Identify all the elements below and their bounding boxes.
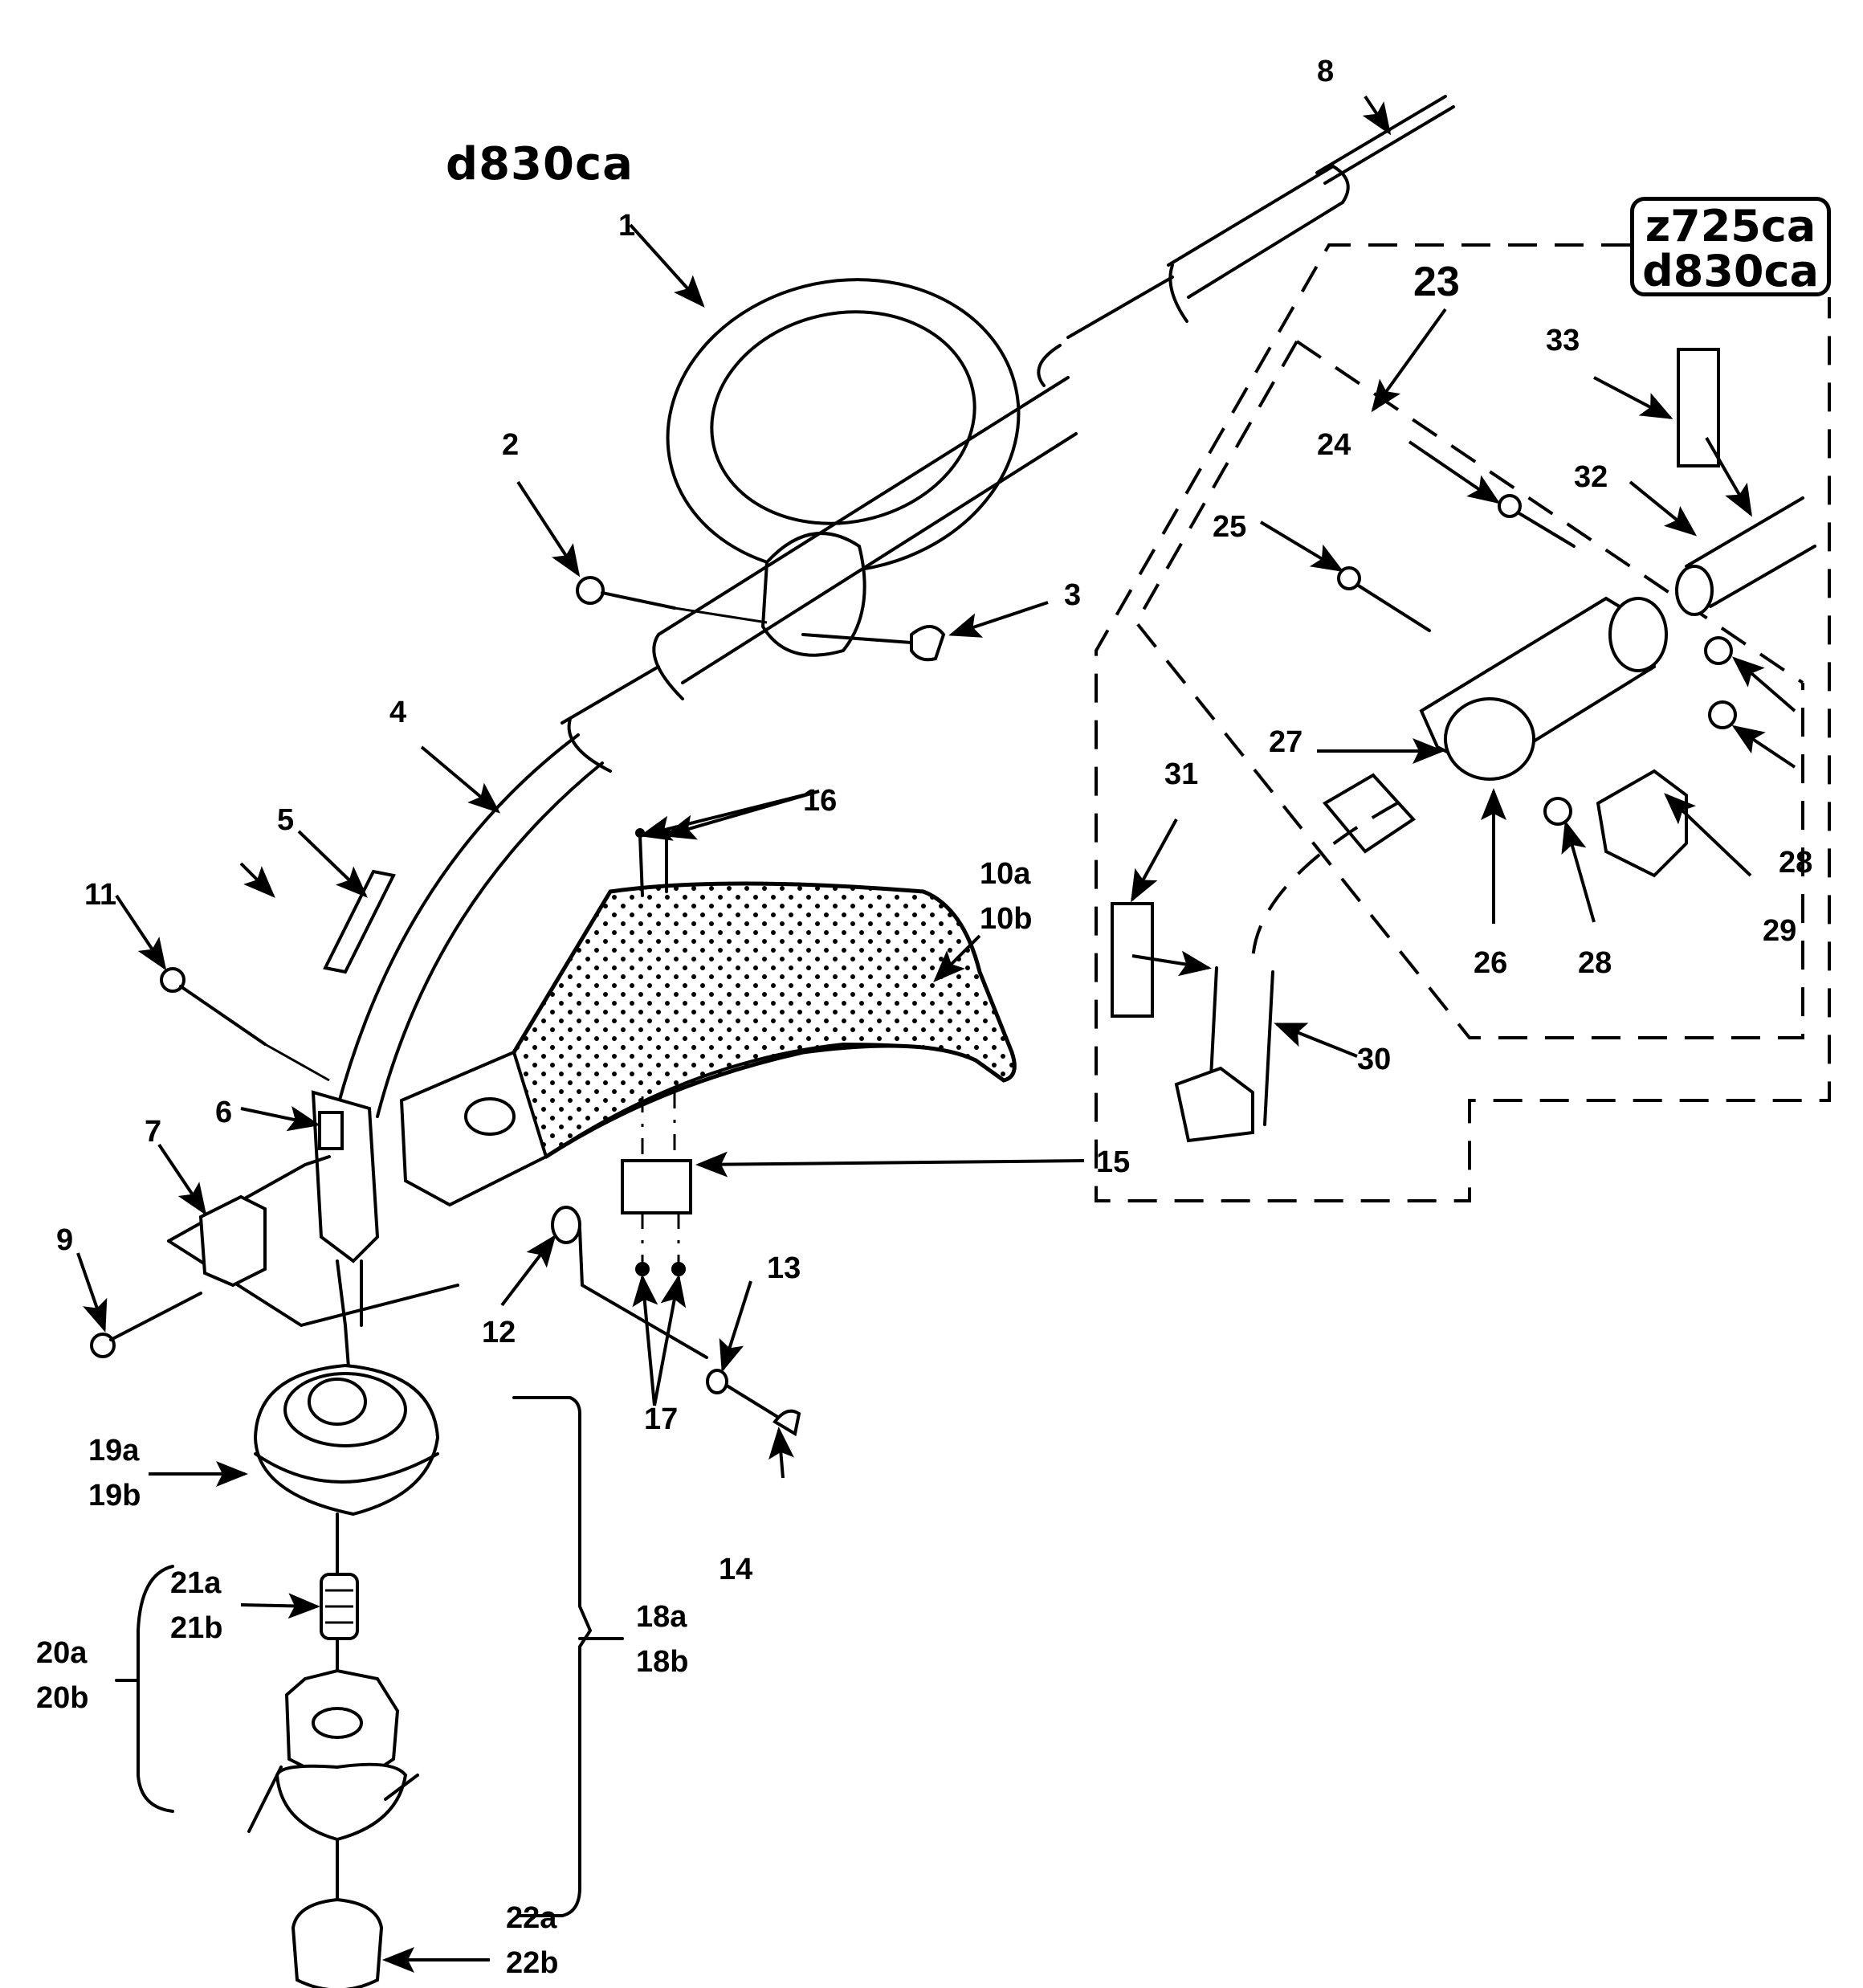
- callout-10: 10a 10b: [980, 857, 1033, 936]
- callout-32: 32: [1574, 460, 1608, 494]
- nut-28a-part: [1704, 636, 1733, 665]
- spool-part: [247, 1668, 419, 1842]
- wing-nut-3-part: [910, 625, 946, 662]
- inset-model-box: z725ca d830ca: [1630, 197, 1831, 296]
- coupler-part: [1419, 596, 1668, 781]
- knob-part: [291, 1838, 384, 1988]
- screw-11-part: [160, 967, 330, 1082]
- handle-part: [666, 278, 1021, 657]
- upper-shaft-part: [1037, 165, 1350, 387]
- callout-28-right: 28: [1779, 846, 1813, 880]
- callout-7: 7: [145, 1115, 162, 1149]
- callout-1: 1: [618, 209, 636, 243]
- decal-part: [318, 1111, 344, 1150]
- callout-29: 29: [1763, 914, 1797, 948]
- callout-30: 30: [1357, 1043, 1392, 1076]
- callout-33: 33: [1546, 324, 1580, 357]
- label-31-part: [1111, 902, 1154, 1018]
- callout-17: 17: [644, 1402, 679, 1436]
- callout-24: 24: [1317, 428, 1351, 462]
- callout-21: 21a 21b: [170, 1566, 223, 1645]
- screw-9-part: [90, 1292, 202, 1358]
- housing-part: [253, 1363, 440, 1517]
- callout-18: 18a 18b: [636, 1600, 689, 1679]
- callout-20: 20a 20b: [36, 1636, 89, 1715]
- washer-12-part: [551, 1206, 581, 1244]
- callout-16: 16: [803, 784, 838, 818]
- callout-3: 3: [1064, 578, 1082, 612]
- callout-19: 19a 19b: [88, 1434, 141, 1512]
- inset-outline: [1095, 243, 1831, 1202]
- title-model: d830ca: [446, 138, 634, 190]
- callout-11: 11: [84, 878, 117, 912]
- assembly-23-outline: [1134, 341, 1804, 1039]
- middle-shaft-part: [561, 376, 1078, 725]
- callout-4: 4: [389, 696, 407, 729]
- guard-part: [399, 881, 1017, 1207]
- callout-12: 12: [482, 1316, 516, 1349]
- callout-5: 5: [277, 803, 295, 837]
- spring-part: [320, 1512, 359, 1696]
- bolt-2-part: [576, 576, 768, 624]
- callout-6: 6: [215, 1096, 233, 1129]
- callout-13: 13: [767, 1251, 801, 1285]
- callout-27: 27: [1269, 725, 1303, 759]
- callout-26: 26: [1474, 946, 1508, 980]
- knob-29-part: [1596, 769, 1688, 878]
- callout-28-bottom: 28: [1578, 946, 1612, 980]
- bracket-20: [137, 1565, 174, 1813]
- bolt-24-part: [1498, 494, 1576, 548]
- callout-25: 25: [1213, 510, 1247, 544]
- label-part: [323, 869, 396, 974]
- callout-8: 8: [1317, 55, 1335, 88]
- shaft-32-part: [1675, 496, 1816, 616]
- callout-31: 31: [1164, 757, 1199, 791]
- washer-13-part: [706, 1369, 728, 1394]
- bolt-25-part: [1337, 566, 1431, 632]
- inset-model-2: d830ca: [1642, 246, 1819, 296]
- nut-28c-part: [1543, 797, 1572, 826]
- callout-14: 14: [719, 1553, 753, 1586]
- callout-2: 2: [502, 428, 520, 462]
- nut-28b-part: [1708, 700, 1737, 729]
- callout-9: 9: [56, 1223, 74, 1257]
- inset-model-1: z725ca: [1645, 201, 1816, 251]
- shaft-30-part: [1174, 966, 1274, 1143]
- callout-23: 23: [1413, 259, 1460, 305]
- callout-15: 15: [1096, 1145, 1131, 1179]
- clamp-part: [621, 1092, 692, 1276]
- callout-22: 22a 22b: [506, 1901, 559, 1980]
- bracket-18: [512, 1396, 592, 1917]
- bracket-part: [167, 1155, 459, 1327]
- shaft-stub-part: [1322, 773, 1417, 854]
